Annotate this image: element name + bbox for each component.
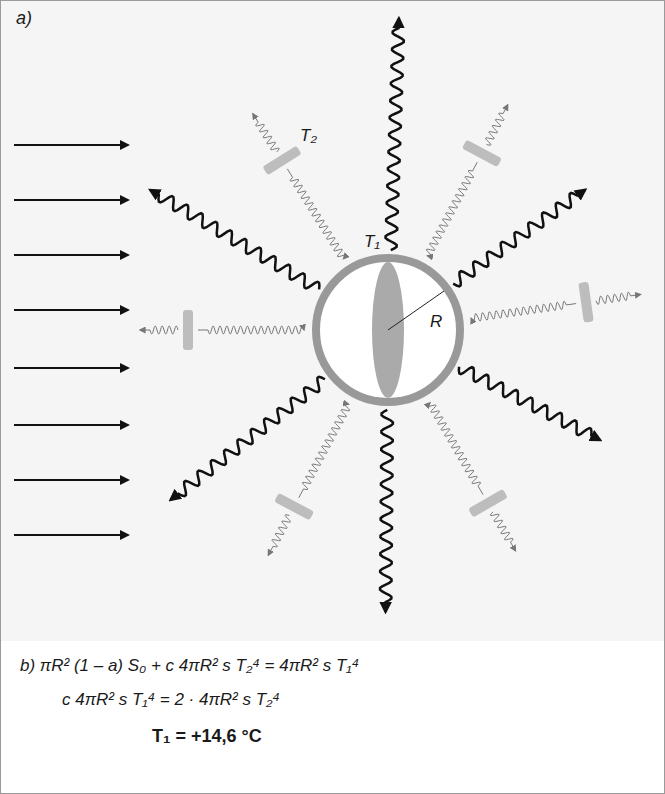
atmosphere-radiation xyxy=(596,292,641,304)
sun-ray xyxy=(14,424,128,426)
sun-ray xyxy=(14,309,128,311)
surface-radiation xyxy=(150,190,319,289)
panel-letter: a) xyxy=(14,8,34,29)
atmosphere-radiation xyxy=(486,105,508,145)
surface-radiation xyxy=(380,410,393,612)
sun-ray xyxy=(14,534,128,536)
radius-label: R xyxy=(428,312,444,332)
sun-ray xyxy=(14,479,128,481)
atmosphere-radiation xyxy=(427,403,483,495)
atmosphere-radiation xyxy=(299,404,350,498)
atmosphere-patch xyxy=(468,489,508,518)
surface-radiation xyxy=(453,190,585,287)
atmosphere-ring xyxy=(316,258,460,402)
equation: c 4πR² s T₁⁴ = 2 · 4πR² s T₂⁴ xyxy=(60,690,282,710)
atmosphere-radiation xyxy=(471,301,576,322)
result: T₁ = +14,6 °C xyxy=(150,726,264,747)
atmosphere-radiation xyxy=(268,515,290,555)
surface-radiation xyxy=(386,18,404,250)
atmosphere-radiation xyxy=(426,162,477,256)
radiation-waves xyxy=(140,18,641,612)
planet xyxy=(316,258,460,402)
background xyxy=(1,1,664,641)
sun-rays xyxy=(14,145,128,535)
atmosphere-radiation xyxy=(287,169,346,259)
atmosphere-patch xyxy=(462,140,502,168)
sun-ray xyxy=(14,254,128,256)
sun-ray xyxy=(14,199,128,201)
atmosphere-radiation xyxy=(253,114,279,152)
atmosphere-patch xyxy=(262,146,301,176)
atmosphere-radiation xyxy=(490,512,515,551)
atmosphere-patches xyxy=(183,140,594,521)
temperature-label: T₂ xyxy=(298,126,319,146)
temperature-label: T₁ xyxy=(362,232,382,252)
atmosphere-patch xyxy=(274,493,314,521)
atmosphere-radiation xyxy=(198,326,304,334)
atmosphere-patch xyxy=(578,282,593,323)
surface-radiation xyxy=(459,367,600,440)
surface-radiation xyxy=(171,377,325,500)
sun-ray xyxy=(14,367,128,369)
sun-ray xyxy=(14,144,128,146)
equation: b) πR² (1 – a) S₀ + c 4πR² s T₂⁴ = 4πR² … xyxy=(18,656,361,676)
atmosphere-radiation xyxy=(140,326,178,334)
atmosphere-patch xyxy=(183,310,193,350)
